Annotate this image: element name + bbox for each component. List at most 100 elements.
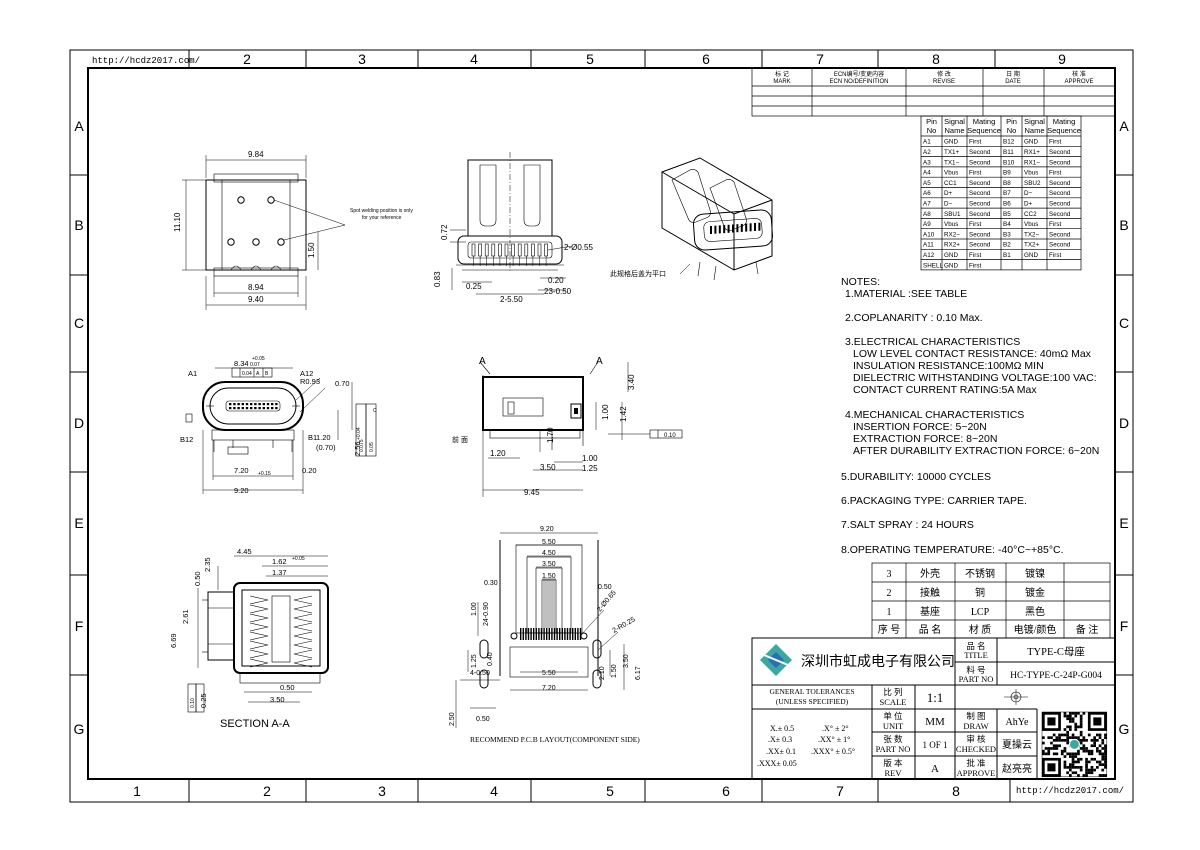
pin-table-cell: First — [1049, 252, 1061, 259]
pin-table-cell: B9 — [1003, 170, 1011, 177]
pin-table-cell: A8 — [923, 211, 931, 218]
pin-table-cell: D+ — [944, 190, 953, 197]
dim-label: 2-R0.25 — [612, 616, 637, 635]
iso-pin — [723, 225, 726, 234]
iso-pin — [714, 225, 717, 234]
check-value: 夏操云 — [1002, 738, 1032, 751]
url-top[interactable]: http://hcdz2017.com/ — [92, 56, 200, 66]
pcb-pad — [543, 628, 545, 640]
pin-table-cell: GND — [944, 252, 958, 259]
iso-pin — [736, 224, 739, 233]
material-header: 电镀/颜色 — [1014, 623, 1057, 636]
pin-table-cell: Second — [1049, 149, 1071, 156]
pin-table-cell: Second — [1049, 231, 1071, 238]
rev-header-date-cn: 日 期 — [1006, 70, 1020, 78]
gdt-value: 0.075 — [359, 439, 365, 452]
pin-table-cell: B4 — [1003, 221, 1011, 228]
gdt-value: 0.04 — [242, 371, 252, 377]
section-rib — [249, 604, 269, 614]
pin-table-cell: Second — [1049, 211, 1071, 218]
pcb-pad — [569, 628, 571, 640]
dim-label: +0.05 — [292, 556, 305, 562]
dim-label: 7.20 — [542, 685, 556, 692]
end-pin-top — [266, 403, 270, 406]
material-cell: 镀金 — [1025, 586, 1045, 599]
dim-label: 1.00 — [582, 454, 598, 463]
dim-label: 1.20 — [490, 449, 506, 458]
pin-table-cell: Vbus — [1024, 170, 1038, 177]
pin-table-cell: RX1+ — [1024, 149, 1040, 156]
dim-label: 3.50 — [270, 695, 285, 704]
row-label: B — [1119, 217, 1128, 233]
dim-label: 23-0.50 — [544, 287, 572, 296]
unit-label-en: UNIT — [883, 721, 904, 731]
column-label: 2 — [263, 783, 271, 799]
front-pin — [498, 243, 502, 257]
tolerance-subtitle: (UNLESS SPECIFIED) — [776, 697, 849, 706]
rev-header-date-en: DATE — [1005, 79, 1021, 85]
tolerance-line: .XXX° ± 0.5° — [811, 747, 855, 756]
note-line: INSULATION RESISTANCE:100MΩ MIN — [853, 360, 1044, 372]
material-header: 材 质 — [969, 623, 992, 636]
dim-label: 1.50 — [611, 664, 618, 678]
end-pin-bottom — [241, 407, 244, 410]
dim-label: 9.84 — [248, 150, 264, 159]
section-title: SECTION A-A — [220, 718, 290, 730]
pin-table-header: Mating — [1053, 117, 1076, 126]
material-cell: 2 — [887, 588, 892, 599]
material-header: 备 注 — [1076, 623, 1099, 636]
column-label: 1 — [133, 783, 141, 799]
url-bottom[interactable]: http://hcdz2017.com/ — [1016, 786, 1124, 796]
row-label: E — [74, 515, 83, 531]
end-pin-bottom — [233, 407, 236, 410]
pin-table-cell: Second — [969, 211, 991, 218]
row-label: C — [74, 315, 84, 331]
pcb-pad — [535, 628, 537, 640]
pin-table-cell: A4 — [923, 170, 931, 177]
pin-table-cell: GND — [1024, 139, 1038, 146]
pin-table-cell: B6 — [1003, 201, 1011, 208]
note-line: LOW LEVEL CONTACT RESISTANCE: 40mΩ Max — [853, 348, 1092, 360]
material-header: 品 名 — [919, 623, 942, 636]
dim-label: 9.45 — [524, 488, 540, 497]
section-rib — [293, 640, 313, 650]
section-rib — [249, 649, 269, 659]
dim-label: 3.50 — [623, 654, 630, 668]
dim-label: 5.50 — [542, 539, 556, 546]
draw-label-en: DRAW — [963, 721, 988, 731]
iso-pin — [732, 224, 734, 233]
note-line: 7.SALT SPRAY : 24 HOURS — [841, 519, 974, 531]
dim-label: 2-5.50 — [500, 295, 523, 304]
end-pin-top — [245, 403, 249, 406]
pin-table-cell: TX1− — [944, 159, 960, 166]
front-pin — [478, 243, 482, 257]
dim-label: 4.45 — [237, 547, 252, 556]
section-rib — [293, 613, 313, 623]
material-cell: 镀镍 — [1025, 567, 1045, 580]
column-label: 5 — [606, 783, 614, 799]
dim-label: 1.70 — [546, 427, 555, 443]
approve-label-en: APPROVE — [957, 768, 996, 778]
column-label: 3 — [378, 783, 386, 799]
pin-table-cell: A6 — [923, 190, 931, 197]
row-label: A — [74, 118, 84, 134]
pin-table-cell: CC2 — [1024, 211, 1037, 218]
gdt-datum: A — [256, 371, 260, 377]
pin-table-cell: Second — [1049, 201, 1071, 208]
column-label: 2 — [243, 51, 251, 67]
qr-code-icon[interactable] — [1041, 711, 1108, 778]
material-cell: 3 — [887, 569, 892, 580]
material-cell: LCP — [971, 607, 990, 618]
row-label: B — [74, 217, 83, 233]
column-label: 4 — [490, 783, 498, 799]
row-label: E — [1119, 515, 1128, 531]
pin-table-cell: B5 — [1003, 211, 1011, 218]
title-label-cn: 品 名 — [966, 641, 985, 651]
pin-table-cell: B10 — [1003, 159, 1015, 166]
revision-table: 标 记 MARK ECN编号/变更内容 ECN NO/DEFINITION 修 … — [751, 67, 1116, 117]
pin-table-header: Pin — [1006, 117, 1017, 126]
pcb-signal-pads — [520, 580, 582, 640]
front-pin-row — [471, 243, 548, 266]
dim-label: 1.50 — [542, 573, 556, 580]
dim-label: 2.61 — [181, 609, 190, 624]
